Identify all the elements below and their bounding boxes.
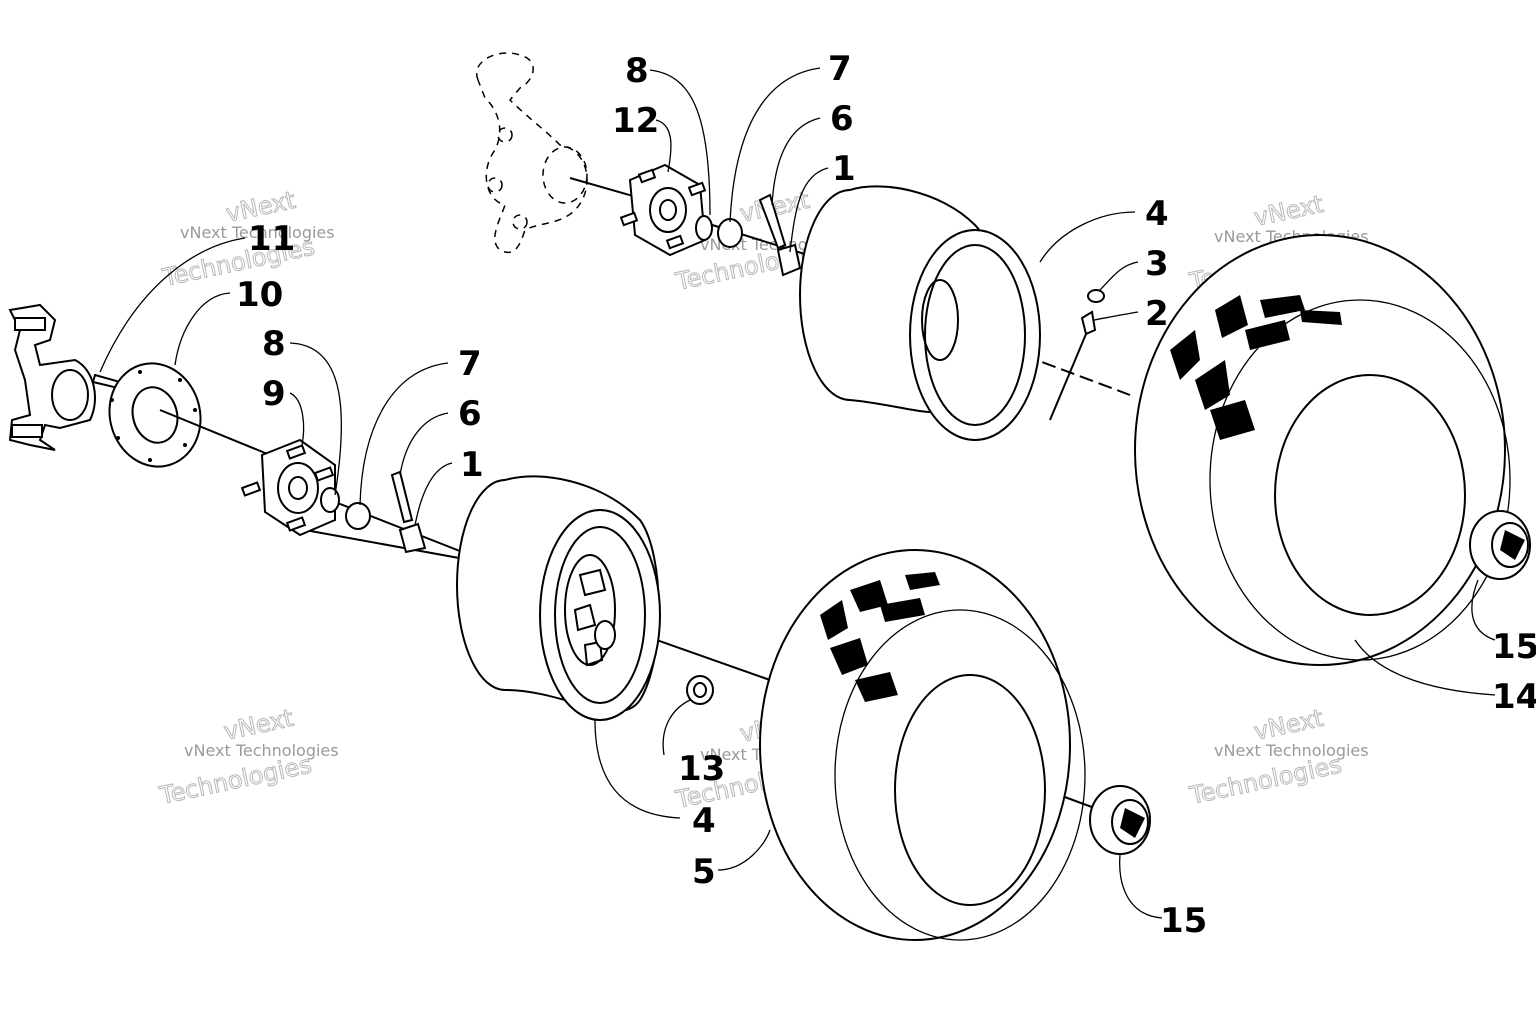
leader-15-upper (1471, 579, 1496, 641)
rim-lower (456, 475, 661, 721)
watermark-bottom-left: vNext Technologies vNext Technologies (156, 703, 339, 810)
leader-13 (662, 699, 691, 756)
axis-line (159, 409, 271, 456)
callout-15-lower: 15 (1160, 901, 1207, 941)
rim-upper (799, 185, 1041, 441)
hub-cap-upper (1469, 510, 1531, 580)
leader-4-lower (594, 719, 681, 819)
callout-9: 9 (262, 374, 286, 414)
callout-4-lower: 4 (692, 801, 716, 841)
axis-line (569, 177, 641, 199)
wheel-hub-upper (619, 163, 707, 257)
callout-7-top: 7 (828, 49, 852, 89)
hub-cap-lower (1089, 785, 1151, 855)
watermark-bottom-right: vNext Technologies vNext Technologies (1186, 703, 1369, 810)
callout-4-top: 4 (1145, 194, 1169, 234)
leader-15-lower (1119, 854, 1163, 919)
axis-line (304, 529, 471, 561)
bearing-lower (320, 487, 340, 513)
tire-upper (1134, 234, 1511, 666)
callout-12: 12 (612, 101, 659, 141)
leader-8-lower (289, 342, 343, 496)
callout-5: 5 (692, 852, 716, 892)
callout-10: 10 (236, 275, 283, 315)
valve-cap-upper (1087, 289, 1105, 303)
leader-lines (99, 67, 1496, 919)
leader-12 (655, 119, 672, 173)
callout-6-lower: 6 (458, 394, 482, 434)
callout-11: 11 (248, 219, 295, 259)
callout-7-lower: 7 (458, 344, 482, 384)
leader-7-lower (359, 362, 449, 506)
lug-nut (686, 675, 714, 705)
steering-knuckle-upper (475, 52, 588, 254)
callout-3: 3 (1145, 244, 1169, 284)
leader-6-lower (399, 412, 449, 476)
callout-1-lower: 1 (460, 445, 484, 485)
leader-9 (289, 392, 305, 446)
callout-8-top: 8 (625, 51, 649, 91)
castle-nut-upper (776, 243, 802, 277)
callout-numbers: 8 12 7 6 1 4 3 2 11 10 8 9 7 6 1 13 4 5 … (236, 49, 1536, 941)
washer-upper (717, 218, 743, 248)
watermark-text: vNext Technologies (1214, 741, 1369, 760)
tire-lower (759, 549, 1086, 941)
steering-knuckle-lower (8, 303, 96, 451)
leader-10 (174, 292, 231, 366)
watermark-text: vNext Technologies (180, 223, 335, 242)
callout-15-upper: 15 (1492, 627, 1536, 667)
bearing-upper (695, 215, 713, 241)
callout-1-top: 1 (832, 149, 856, 189)
leader-6-top (771, 117, 821, 206)
leader-1-top (789, 167, 829, 253)
callout-13: 13 (678, 749, 725, 789)
leader-14 (1354, 639, 1496, 696)
brake-disc (108, 362, 202, 468)
callout-6-top: 6 (830, 99, 854, 139)
callout-8-lower: 8 (262, 324, 286, 364)
leader-5 (717, 829, 771, 871)
leader-3 (1099, 261, 1139, 291)
watermark-text: vNext (1251, 704, 1325, 746)
watermark-text: vNext Technologies (184, 741, 339, 760)
valve-stem-upper (1080, 310, 1097, 336)
leader-1-lower (414, 462, 453, 526)
callout-14: 14 (1492, 677, 1536, 717)
cotter-pin-upper (758, 193, 787, 250)
leader-11 (99, 237, 246, 373)
watermark-text: vNext (221, 704, 295, 746)
leader-7-top (729, 67, 821, 223)
leader-2 (1093, 311, 1139, 321)
cotter-pin-lower (390, 470, 414, 524)
wheel-hub-lower (240, 438, 336, 537)
callout-2: 2 (1145, 294, 1169, 334)
castle-nut-lower (398, 522, 427, 554)
washer-lower (345, 502, 371, 530)
leader-line (1049, 333, 1087, 421)
leader-4-top (1039, 211, 1136, 263)
leader-8-top (649, 69, 711, 216)
watermark-text: vNext (1251, 190, 1325, 232)
